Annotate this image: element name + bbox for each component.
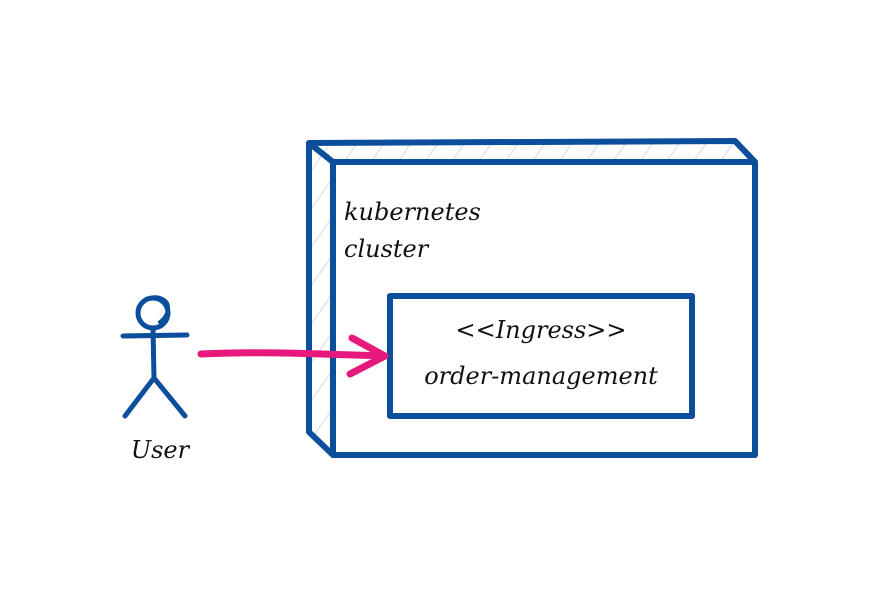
node-left-face <box>309 143 333 455</box>
component-name: order-management <box>424 362 658 390</box>
actor-left-leg <box>122 375 157 419</box>
ingress-component-box[interactable] <box>387 293 695 419</box>
node-label-line2: cluster <box>344 235 429 263</box>
arrow-head <box>346 334 389 378</box>
node-outline <box>306 138 758 458</box>
actor-right-leg <box>151 375 188 419</box>
actor-arms <box>120 332 190 339</box>
actor-label: User <box>130 436 190 464</box>
node-label-line1: kubernetes <box>344 198 481 226</box>
user-to-ingress-arrow[interactable] <box>197 334 389 378</box>
arrow-shaft <box>197 349 388 360</box>
node-top-face <box>309 141 755 162</box>
component-stereotype: <<Ingress>> <box>455 316 627 344</box>
stick-figure-icon[interactable] <box>120 295 190 419</box>
actor-hair <box>138 295 171 324</box>
